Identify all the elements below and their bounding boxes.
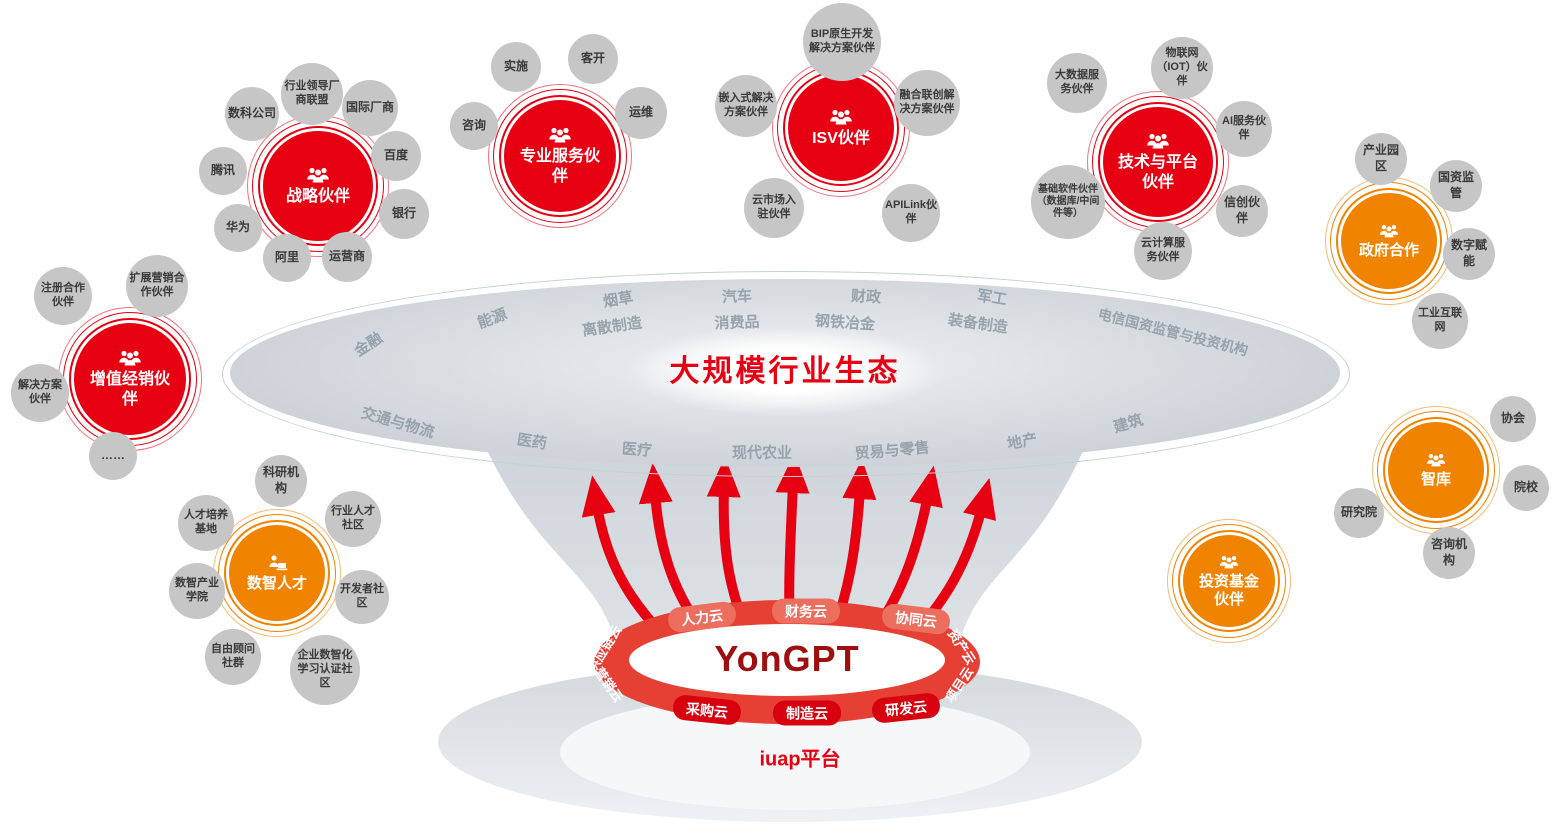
people-icon (1145, 132, 1171, 150)
satellite: 大数据服务伙伴 (1047, 53, 1107, 113)
yongpt-ring-center (629, 624, 945, 696)
hub-label: ISV伙伴 (812, 129, 870, 147)
industry-label: 财政 (850, 287, 882, 307)
satellite: 物联网（IOT）伙伴 (1151, 37, 1213, 99)
people-icon (828, 108, 854, 126)
satellite: 数科公司 (225, 87, 279, 141)
satellite: 产业园区 (1355, 133, 1407, 185)
satellite: 融合联创解决方案伙伴 (894, 70, 960, 136)
hub-digital-talent: 数智人才 (213, 509, 341, 637)
satellite: 协会 (1490, 396, 1536, 442)
satellite: 基础软件伙伴（数据库/中间件等） (1031, 165, 1105, 239)
satellite: BIP原生开发解决方案伙伴 (803, 3, 881, 81)
hub-label: 增值经销伙伴 (89, 371, 170, 408)
industry-label: 消费品 (714, 313, 760, 333)
hub-think-tank: 智库 (1372, 406, 1500, 534)
people-icon (1378, 223, 1400, 239)
base-platform-highlight (560, 694, 1030, 810)
hub-label: 专业服务伙伴 (519, 148, 600, 185)
satellite: 咨询机构 (1423, 527, 1475, 579)
people-icon (1425, 452, 1447, 468)
satellite: 信创伙伴 (1216, 185, 1268, 237)
satellite: 云计算服务伙伴 (1134, 222, 1192, 280)
people-icon (117, 349, 143, 367)
ecosystem-title: 大规模行业生态 (669, 355, 901, 388)
people-icon (547, 126, 573, 144)
satellite: 数智产业学院 (169, 563, 225, 619)
satellite: 客开 (568, 34, 618, 84)
satellite: 华为 (214, 204, 262, 252)
satellite: 运营商 (322, 232, 372, 282)
hub-government-cooperation: 政府合作 (1325, 177, 1453, 305)
person-laptop-icon (265, 554, 289, 572)
hub-label: 战略伙伴 (285, 187, 350, 205)
title-glow (625, 326, 945, 416)
cloud-segment: 制造云 (773, 700, 841, 726)
satellite: 行业领导厂商联盟 (281, 63, 343, 125)
people-icon (305, 166, 331, 184)
hub-tech-platform-partners: 技术与平台伙伴 (1087, 91, 1229, 233)
hub-investment-fund-partners: 投资基金伙伴 (1167, 519, 1291, 643)
satellite: 云市场入驻伙伴 (744, 178, 804, 238)
satellite: 国资监管 (1430, 160, 1482, 212)
iuap-platform-label: iuap平台 (759, 748, 841, 771)
satellite: 运维 (615, 87, 667, 139)
satellite: 嵌入式解决方案伙伴 (715, 75, 777, 137)
satellite: 注册合作伙伴 (34, 267, 92, 325)
satellite: 实施 (491, 42, 541, 92)
satellite: …… (89, 432, 137, 480)
hub-professional-services: 专业服务伙伴 (488, 84, 632, 228)
satellite: 数字赋能 (1443, 228, 1495, 280)
satellite: 企业数智化学习认证社区 (290, 635, 360, 705)
satellite: 工业互联网 (1412, 293, 1468, 349)
hub-label: 政府合作 (1358, 241, 1419, 259)
hub-label: 智库 (1420, 470, 1451, 488)
hub-label: 数智人才 (246, 574, 307, 592)
satellite: APILink伙伴 (882, 184, 940, 242)
satellite: 腾讯 (199, 147, 247, 195)
satellite: 银行 (379, 189, 429, 239)
satellite: 解决方案伙伴 (11, 364, 69, 422)
people-icon (1218, 554, 1240, 570)
satellite: 国际厂商 (342, 80, 398, 136)
satellite: 行业人才社区 (325, 491, 381, 547)
industry-label: 汽车 (721, 287, 753, 307)
industry-label: 医疗 (621, 440, 653, 460)
hub-var-partners: 增值经销伙伴 (58, 307, 202, 451)
hub-strategic-partners: 战略伙伴 (247, 115, 389, 257)
hub-label: 投资基金伙伴 (1198, 572, 1259, 608)
industry-label: 现代农业 (731, 444, 793, 462)
satellite: 自由顾问社群 (205, 629, 261, 685)
ecosystem-dish-outline (222, 271, 1350, 477)
satellite: 开发者社区 (335, 570, 389, 624)
satellite: 扩展营销合作伙伴 (126, 255, 188, 317)
satellite: AI服务伙伴 (1216, 101, 1272, 157)
hub-isv-partners: ISV伙伴 (772, 59, 910, 197)
yongpt-label: YonGPT (714, 638, 860, 679)
cloud-segment: 财务云 (772, 598, 840, 624)
satellite: 研究院 (1334, 488, 1384, 538)
industry-label: 医药 (515, 431, 548, 453)
satellite: 院校 (1503, 465, 1549, 511)
satellite: 阿里 (263, 234, 311, 282)
satellite: 人才培养基地 (178, 495, 234, 551)
satellite: 百度 (371, 131, 421, 181)
satellite: 科研机构 (255, 455, 307, 507)
hub-label: 技术与平台伙伴 (1117, 154, 1198, 191)
industry-label: 军工 (975, 287, 1008, 309)
industry-label: 钢铁冶金 (814, 312, 876, 334)
satellite: 咨询 (450, 102, 498, 150)
